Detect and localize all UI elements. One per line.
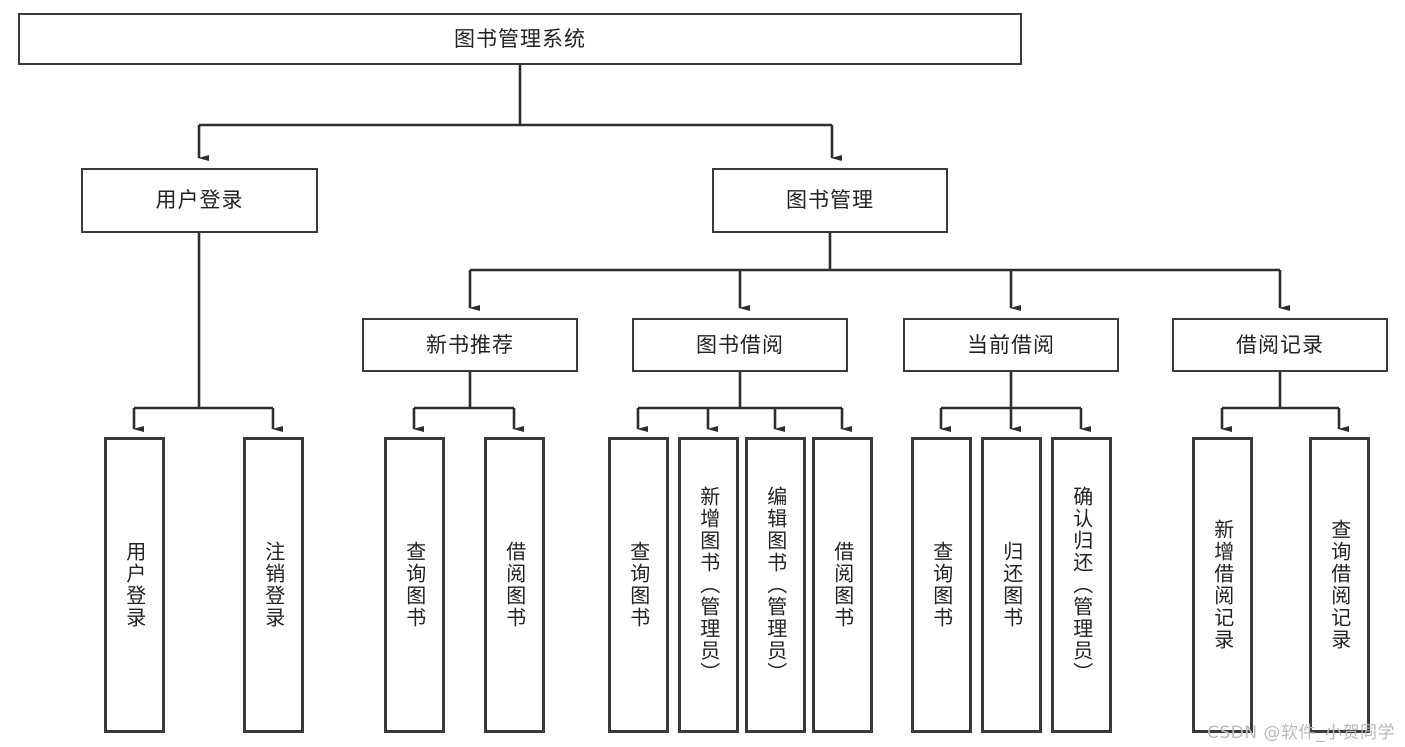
leaf-query-book-current[interactable]: 查询图书 <box>911 437 972 733</box>
leaf-borrow-book-recommend[interactable]: 借阅图书 <box>484 437 545 733</box>
leaf-borrow-book-recommend-label: 借阅图书 <box>502 541 527 629</box>
leaf-add-borrow-record-label: 新增借阅记录 <box>1210 519 1235 651</box>
leaf-query-book-borrow[interactable]: 查询图书 <box>608 437 669 733</box>
node-current-borrow-label: 当前借阅 <box>967 332 1055 357</box>
leaf-query-book-borrow-label: 查询图书 <box>626 541 651 629</box>
node-book-management[interactable]: 图书管理 <box>712 168 948 233</box>
leaf-query-borrow-record[interactable]: 查询借阅记录 <box>1309 437 1370 733</box>
node-book-borrow[interactable]: 图书借阅 <box>632 318 848 372</box>
node-current-borrow[interactable]: 当前借阅 <box>903 318 1119 372</box>
leaf-query-book-recommend-label: 查询图书 <box>402 541 427 629</box>
node-new-book-recommend[interactable]: 新书推荐 <box>362 318 578 372</box>
leaf-borrow-book[interactable]: 借阅图书 <box>812 437 873 733</box>
leaf-edit-book-admin-label: 编辑图书（管理员） <box>763 486 788 684</box>
node-root-label: 图书管理系统 <box>454 26 586 51</box>
leaf-borrow-book-label: 借阅图书 <box>830 541 855 629</box>
leaf-add-borrow-record[interactable]: 新增借阅记录 <box>1192 437 1253 733</box>
node-borrow-records[interactable]: 借阅记录 <box>1172 318 1388 372</box>
leaf-add-book-admin-label: 新增图书（管理员） <box>696 486 721 684</box>
leaf-confirm-return-admin[interactable]: 确认归还（管理员） <box>1051 437 1112 733</box>
leaf-user-login-label: 用户登录 <box>122 541 147 629</box>
leaf-user-login[interactable]: 用户登录 <box>104 437 165 733</box>
leaf-confirm-return-admin-label: 确认归还（管理员） <box>1069 486 1094 684</box>
leaf-query-borrow-record-label: 查询借阅记录 <box>1327 519 1352 651</box>
csdn-watermark: CSDN @软件_小贺同学 <box>1207 723 1395 743</box>
node-root[interactable]: 图书管理系统 <box>18 13 1022 65</box>
leaf-return-book-label: 归还图书 <box>999 541 1024 629</box>
node-user-login[interactable]: 用户登录 <box>81 168 318 233</box>
node-book-management-label: 图书管理 <box>786 188 874 213</box>
leaf-query-book-recommend[interactable]: 查询图书 <box>384 437 445 733</box>
node-user-login-label: 用户登录 <box>155 188 244 213</box>
node-book-borrow-label: 图书借阅 <box>696 332 784 357</box>
leaf-add-book-admin[interactable]: 新增图书（管理员） <box>678 437 739 733</box>
leaf-edit-book-admin[interactable]: 编辑图书（管理员） <box>745 437 806 733</box>
leaf-logout[interactable]: 注销登录 <box>243 437 304 733</box>
leaf-logout-label: 注销登录 <box>261 541 286 629</box>
leaf-return-book[interactable]: 归还图书 <box>981 437 1042 733</box>
leaf-query-book-current-label: 查询图书 <box>929 541 954 629</box>
node-borrow-records-label: 借阅记录 <box>1236 332 1324 357</box>
node-new-book-recommend-label: 新书推荐 <box>426 332 514 357</box>
